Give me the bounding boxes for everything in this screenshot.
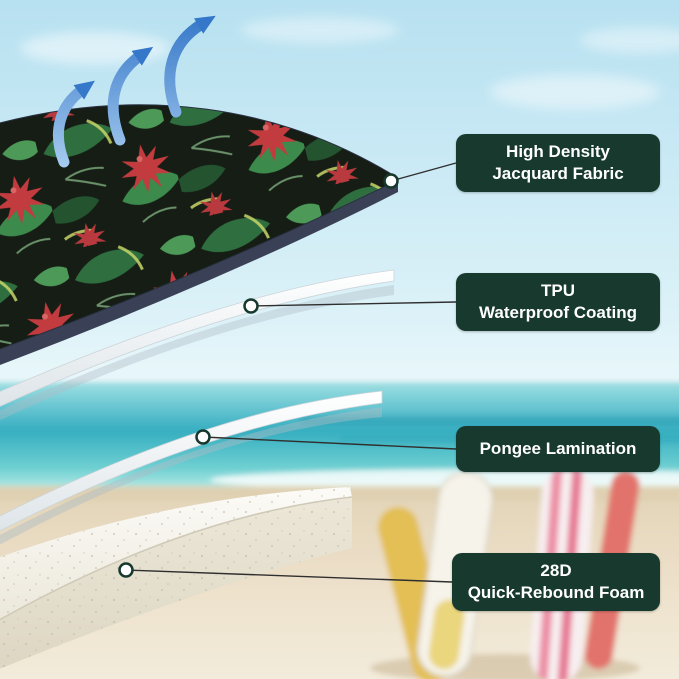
airflow-arrow-icon xyxy=(164,15,216,118)
layer-quick-rebound-foam xyxy=(0,487,353,669)
callout-line: High Density xyxy=(506,141,610,161)
airflow-arrows xyxy=(52,15,216,168)
pongee-sheet xyxy=(0,390,383,532)
callout-line: Pongee Lamination xyxy=(479,438,637,458)
connector-line-tpu xyxy=(250,301,457,307)
connector-line-pongee xyxy=(202,436,457,450)
airflow-arrow-icon xyxy=(107,46,154,146)
callout-line: Jacquard Fabric xyxy=(492,164,624,183)
callout-28d-quick-rebound-foam: 28D Quick-Rebound Foam xyxy=(452,553,660,611)
callout-connectors xyxy=(125,162,457,583)
callout-line: Quick-Rebound Foam xyxy=(467,583,645,602)
foam-edge-line xyxy=(0,496,353,621)
callout-high-density-jacquard-fabric: High Density Jacquard Fabric xyxy=(456,134,660,192)
layer-point-marker xyxy=(243,298,259,314)
mat-layer-stack xyxy=(0,104,399,669)
tpu-sheet xyxy=(0,269,395,407)
foam-front-texture xyxy=(0,497,352,669)
callout-line: TPU xyxy=(541,280,575,300)
layer-point-marker xyxy=(195,429,211,445)
sea-streak xyxy=(300,416,679,425)
layer-point-marker xyxy=(383,173,399,189)
airflow-arrow-icon xyxy=(52,80,95,168)
callout-pongee-lamination: Pongee Lamination xyxy=(456,426,660,472)
callout-tpu-waterproof-coating: TPU Waterproof Coating xyxy=(456,273,660,331)
tpu-shadow xyxy=(0,285,394,421)
layer-point-markers xyxy=(118,173,399,578)
fabric-edge xyxy=(0,180,398,365)
layer-pongee-lamination xyxy=(0,390,383,545)
callout-line: 28D xyxy=(540,560,572,580)
pongee-shadow xyxy=(0,407,382,545)
callout-line: Waterproof Coating xyxy=(478,303,638,322)
layer-point-marker xyxy=(118,562,134,578)
foam-top-texture xyxy=(0,487,352,620)
connector-line-foam xyxy=(125,569,453,583)
layer-tpu-coating xyxy=(0,269,395,421)
connector-line-fabric xyxy=(390,162,457,182)
